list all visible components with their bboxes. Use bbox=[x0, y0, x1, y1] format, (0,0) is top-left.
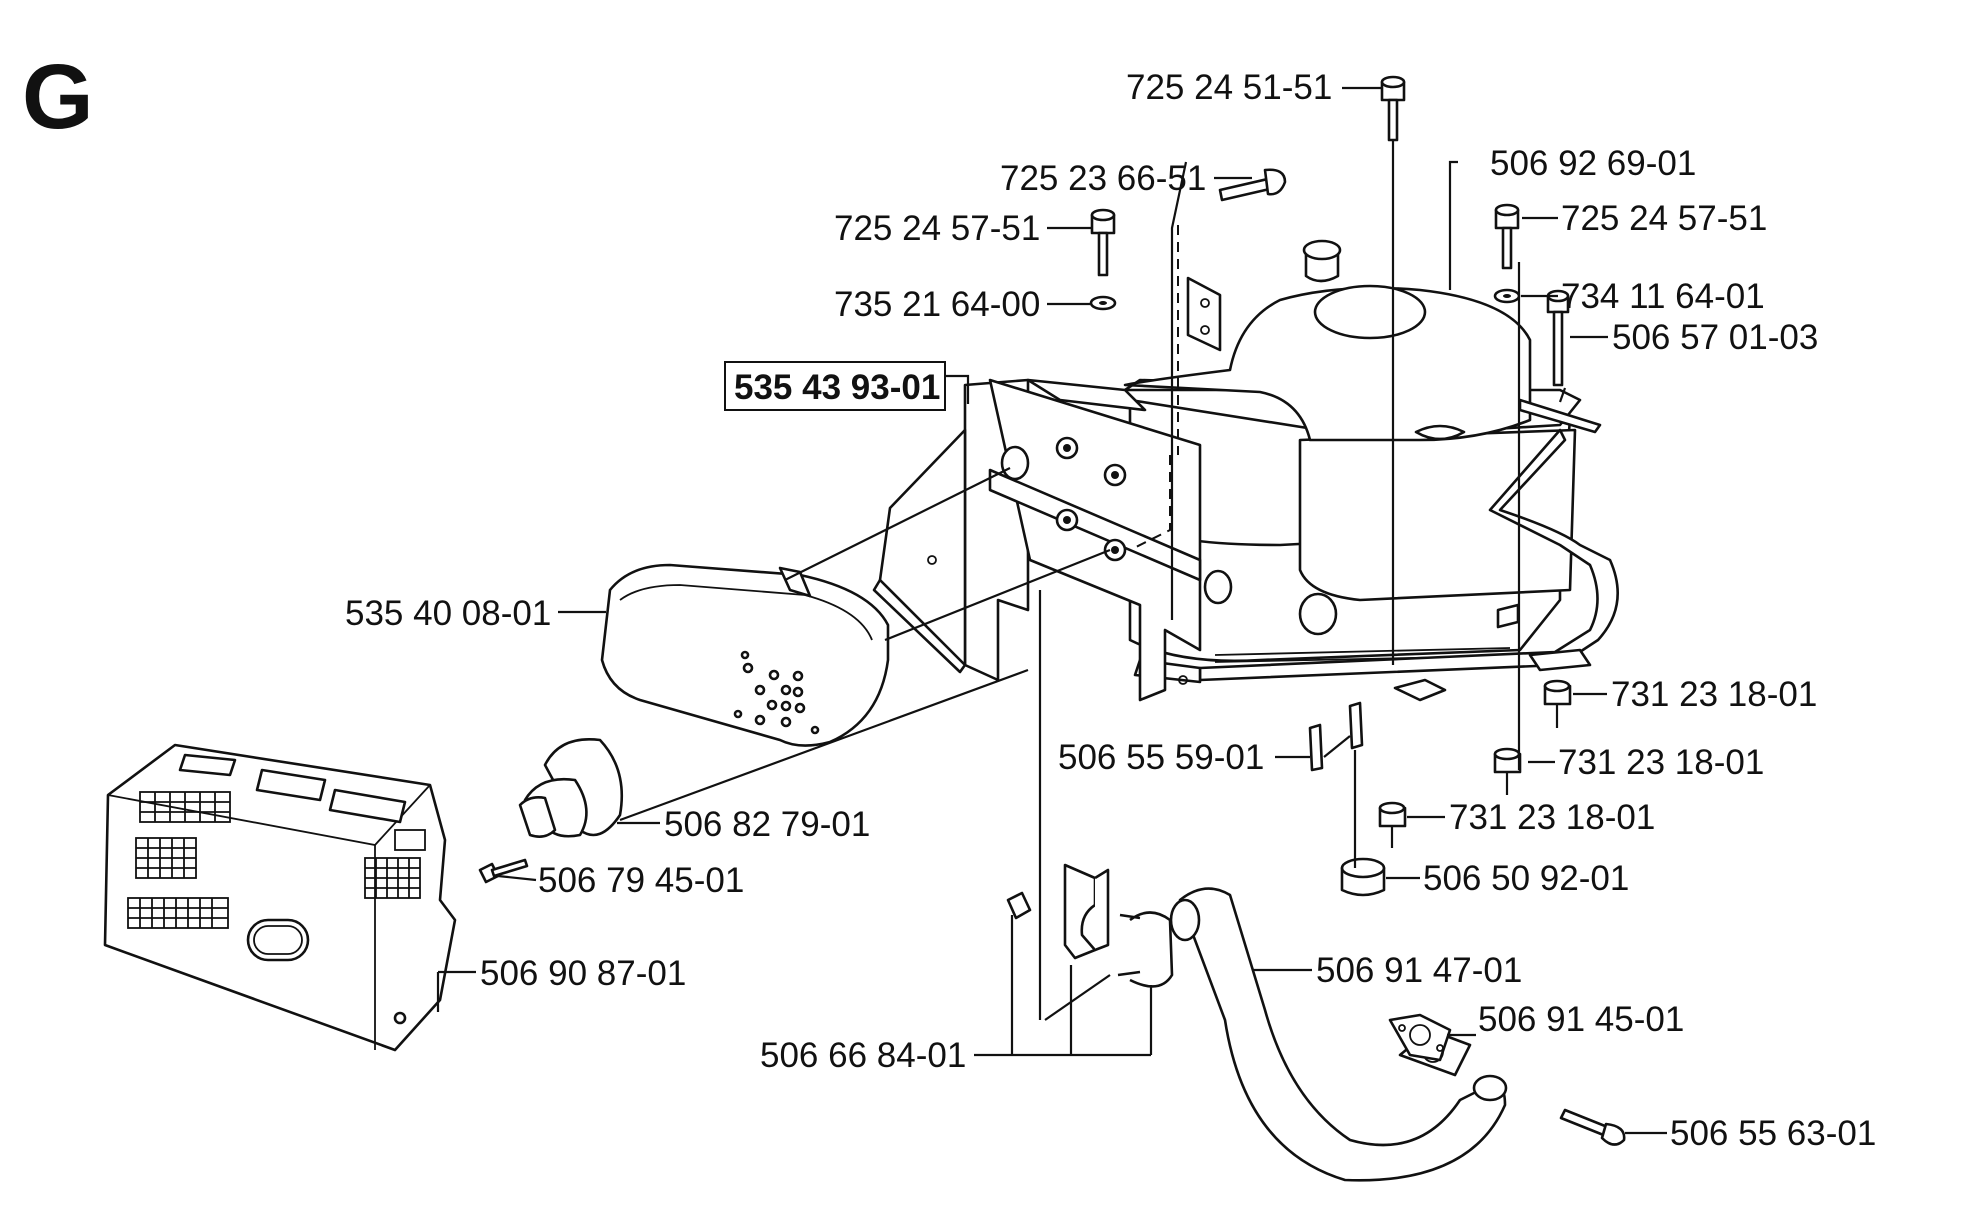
part-label: 725 24 51-51 bbox=[1126, 68, 1332, 107]
exhaust-pipe-drawing bbox=[1169, 887, 1508, 1182]
part-label: 535 40 08-01 bbox=[345, 594, 551, 633]
part-label: 506 55 59-01 bbox=[1058, 738, 1264, 777]
muffler-drawing bbox=[600, 563, 890, 747]
heat-shield-drawing bbox=[103, 743, 457, 1052]
part-label: 734 11 64-01 bbox=[1561, 277, 1765, 316]
part-label: 506 57 01-03 bbox=[1612, 318, 1818, 357]
part-label: 725 24 57-51 bbox=[1561, 199, 1767, 238]
part-label: 725 23 66-51 bbox=[1000, 159, 1206, 198]
assembly-number-box: 535 43 93-01 bbox=[724, 361, 946, 411]
fasteners bbox=[478, 75, 1626, 1146]
vent-grid bbox=[127, 791, 426, 929]
mounting-plate-drawing bbox=[872, 225, 1202, 702]
part-label: 731 23 18-01 bbox=[1558, 743, 1764, 782]
leader-lines bbox=[436, 86, 1667, 1135]
part-label: 506 91 47-01 bbox=[1316, 951, 1522, 990]
part-label: 506 92 69-01 bbox=[1490, 144, 1696, 183]
part-label: 731 23 18-01 bbox=[1611, 675, 1817, 714]
part-labels: 725 24 51-51 725 23 66-51 506 92 69-01 7… bbox=[345, 68, 1876, 1153]
part-label: 735 21 64-00 bbox=[834, 285, 1040, 324]
part-label: 506 90 87-01 bbox=[480, 954, 686, 993]
part-label: 506 66 84-01 bbox=[760, 1036, 966, 1075]
part-label: 506 91 45-01 bbox=[1478, 1000, 1684, 1039]
part-label: 725 24 57-51 bbox=[834, 209, 1040, 248]
part-label: 506 79 45-01 bbox=[538, 861, 744, 900]
part-label: 506 55 63-01 bbox=[1670, 1114, 1876, 1153]
assembly-number: 535 43 93-01 bbox=[734, 368, 940, 407]
engine-drawing bbox=[1123, 239, 1602, 663]
part-label: 506 82 79-01 bbox=[664, 805, 870, 844]
part-label: 506 50 92-01 bbox=[1423, 859, 1629, 898]
spark-deflector-drawing bbox=[518, 738, 624, 838]
part-label: 731 23 18-01 bbox=[1449, 798, 1655, 837]
section-letter: G bbox=[22, 46, 94, 148]
clamp-drawing bbox=[1006, 863, 1174, 988]
